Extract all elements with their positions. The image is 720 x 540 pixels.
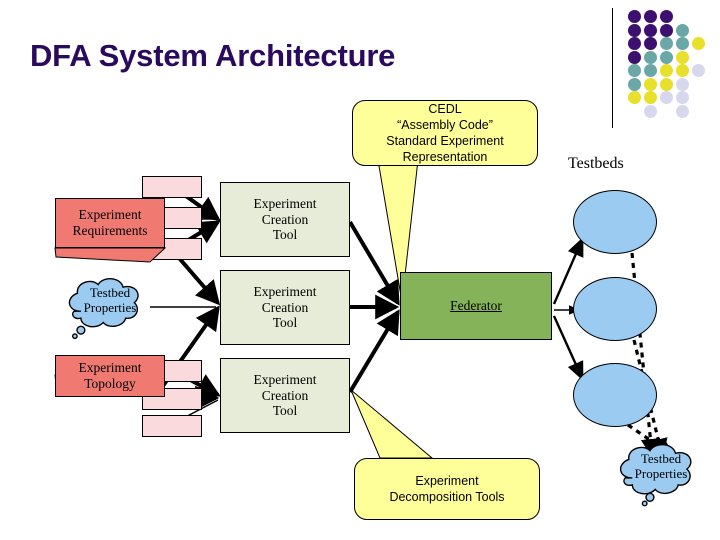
decor-dot bbox=[628, 10, 641, 23]
decor-dot bbox=[676, 77, 689, 91]
requirements-tab-1 bbox=[142, 176, 202, 198]
decor-dot bbox=[676, 91, 689, 104]
tool-1-line3: Tool bbox=[272, 227, 298, 243]
decor-dot bbox=[644, 77, 657, 91]
cedl-line3: Standard Experiment bbox=[386, 134, 504, 148]
cedl-line1: CEDL bbox=[428, 102, 462, 116]
node-experiment-creation-tool-3[interactable]: Experiment Creation Tool bbox=[220, 358, 350, 433]
testbed-properties-result-line2: Properties bbox=[634, 465, 688, 481]
tool-1-line2: Creation bbox=[261, 211, 309, 227]
decor-dot bbox=[644, 64, 657, 77]
decor-dot bbox=[660, 10, 673, 23]
decor-dot bbox=[676, 37, 689, 50]
testbeds-heading: Testbeds bbox=[568, 155, 624, 172]
testbed-properties-result-line1: Testbed bbox=[640, 451, 682, 466]
testbed-properties-input-label: Testbed Properties bbox=[62, 285, 158, 315]
experiment-topology-line1: Experiment bbox=[78, 360, 142, 376]
decor-dot bbox=[660, 50, 673, 64]
cedl-line4: Representation bbox=[402, 150, 488, 164]
federator-label: Federator bbox=[450, 298, 502, 314]
node-federator[interactable]: Federator bbox=[400, 272, 552, 340]
decor-dot bbox=[644, 23, 657, 37]
decor-dot bbox=[644, 50, 657, 64]
tool-3-line3: Tool bbox=[272, 403, 298, 419]
decor-dot bbox=[660, 64, 673, 77]
node-experiment-requirements[interactable]: Experiment Requirements bbox=[55, 198, 165, 248]
decor-dot bbox=[660, 91, 673, 104]
decor-dot bbox=[644, 10, 657, 23]
decorative-dot-motif bbox=[612, 0, 720, 128]
decor-dot bbox=[628, 50, 641, 64]
decor-dot bbox=[644, 104, 657, 118]
decor-dot bbox=[692, 64, 705, 77]
decor-dot bbox=[628, 23, 641, 37]
tool-2-line1: Experiment bbox=[253, 284, 317, 300]
node-testbed-3[interactable] bbox=[573, 363, 657, 427]
callout-cedl[interactable]: CEDL “Assembly Code” Standard Experiment… bbox=[352, 100, 538, 166]
tool-2-line3: Tool bbox=[272, 315, 298, 331]
page-title: DFA System Architecture bbox=[30, 38, 396, 73]
decor-dot bbox=[660, 23, 673, 37]
tool-2-line2: Creation bbox=[261, 299, 309, 315]
testbed-properties-input-line1: Testbed bbox=[89, 285, 131, 300]
decomposition-line1: Experiment bbox=[415, 474, 479, 488]
tool-3-line1: Experiment bbox=[253, 372, 317, 388]
decor-dot bbox=[628, 64, 641, 77]
decor-dot bbox=[628, 91, 641, 104]
decor-dot bbox=[676, 50, 689, 64]
node-experiment-creation-tool-2[interactable]: Experiment Creation Tool bbox=[220, 270, 350, 345]
topology-tab-3 bbox=[142, 415, 202, 437]
experiment-topology-line2: Topology bbox=[84, 376, 136, 391]
testbed-properties-input-line2: Properties bbox=[83, 299, 137, 315]
decor-dot bbox=[660, 77, 673, 91]
decor-dot bbox=[644, 37, 657, 50]
decor-dot bbox=[676, 23, 689, 37]
vertical-rule bbox=[612, 8, 613, 128]
callout-experiment-decomposition-tools[interactable]: Experiment Decomposition Tools bbox=[354, 458, 540, 520]
cedl-line2: “Assembly Code” bbox=[397, 118, 493, 132]
node-experiment-creation-tool-1[interactable]: Experiment Creation Tool bbox=[220, 182, 350, 257]
node-testbed-1[interactable] bbox=[573, 190, 657, 254]
tool-3-line2: Creation bbox=[261, 387, 309, 403]
decor-dot bbox=[628, 37, 641, 50]
testbed-properties-result-label: Testbed Properties bbox=[613, 451, 709, 481]
node-experiment-topology[interactable]: Experiment Topology bbox=[55, 355, 165, 397]
decomposition-line2: Decomposition Tools bbox=[389, 490, 505, 504]
decor-dot bbox=[644, 91, 657, 104]
decor-dot bbox=[676, 104, 689, 118]
tool-1-line1: Experiment bbox=[253, 196, 317, 212]
decor-dot bbox=[676, 64, 689, 77]
decor-dot bbox=[692, 37, 705, 50]
experiment-requirements-line1: Experiment bbox=[78, 207, 142, 223]
decor-dot bbox=[628, 77, 641, 91]
node-testbed-2[interactable] bbox=[573, 277, 657, 341]
experiment-requirements-line2: Requirements bbox=[72, 223, 148, 238]
decor-dot bbox=[660, 37, 673, 50]
